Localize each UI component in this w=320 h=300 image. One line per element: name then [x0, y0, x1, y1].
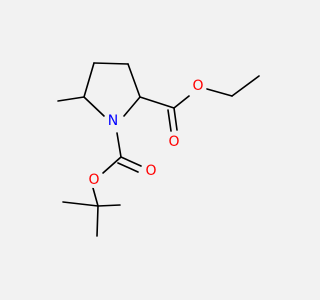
bond-o-ether-tert-carbon [92, 187, 99, 207]
atom-label-n1: N [108, 113, 118, 129]
atom-o-carbonyl-boc: O [143, 163, 159, 179]
atom-o-ester-boc: O [86, 172, 102, 188]
atom-label-o-carbonyl-boc: O [145, 163, 156, 179]
bond-boc-carbonyl-2 [117, 162, 139, 173]
atom-label-o-ester-ethyl: O [192, 78, 203, 94]
bond-c3-c4 [93, 62, 129, 65]
bond-tert-carbon-methyl-bottom [96, 205, 99, 237]
bond-c2-ester-carbon [139, 96, 175, 109]
bond-ester-carbonyl-2 [167, 109, 172, 132]
bond-c2-c3 [127, 63, 141, 98]
atom-o-ester-ethyl: O [190, 78, 206, 94]
bond-tert-carbon-methyl-right [97, 204, 121, 207]
bond-c5-n1 [83, 96, 105, 117]
bond-ester-carbon-o-ether [173, 95, 190, 109]
bond-n1-boc-carbon [116, 132, 122, 158]
bond-tert-carbon-methyl-left [62, 201, 99, 207]
atom-n1: N [105, 113, 121, 129]
bond-o-ether-ch2 [206, 88, 233, 97]
bond-c5-methyl [57, 96, 85, 102]
bond-c4-c5 [83, 62, 95, 98]
bond-boc-carbon-o-ether [102, 156, 122, 174]
molecule-structure-diagram: N O O O O [57, 62, 260, 237]
bond-ch2-ch3 [231, 75, 260, 97]
atom-label-o-carbonyl-ethyl: O [168, 134, 179, 150]
atom-o-carbonyl-ethyl: O [166, 134, 182, 150]
bond-n1-c2 [123, 96, 141, 117]
atom-label-o-ester-boc: O [88, 172, 99, 188]
bond-ester-carbonyl-1 [173, 107, 178, 131]
bond-boc-carbonyl-1 [120, 156, 142, 167]
